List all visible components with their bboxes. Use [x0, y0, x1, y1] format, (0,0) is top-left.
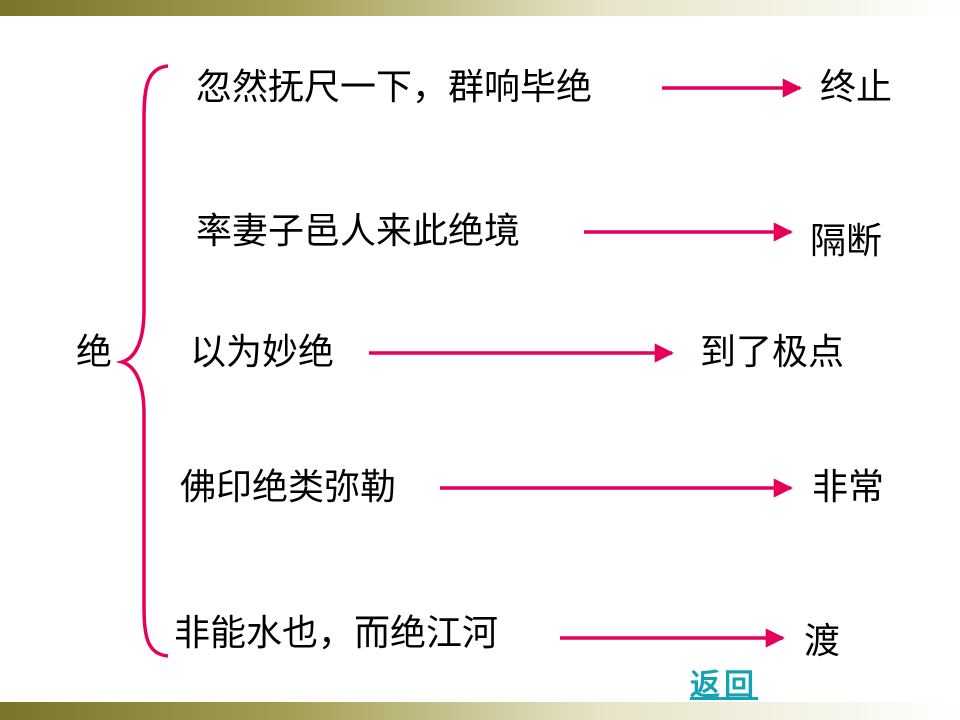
bottom-decorative-band: [0, 702, 960, 720]
row-1-sentence: 忽然抚尺一下，群响毕绝: [196, 67, 593, 108]
row-2-meaning: 隔断: [810, 221, 883, 262]
row-4-sentence: 佛印绝类弥勒: [180, 467, 397, 508]
row-3-sentence: 以为妙绝: [190, 332, 335, 373]
row-1-meaning: 终止: [820, 67, 893, 108]
row-3-meaning: 到了极点: [700, 332, 845, 373]
row-4-meaning: 非常: [812, 467, 885, 508]
row-5-sentence: 非能水也，而绝江河: [174, 613, 499, 654]
return-link[interactable]: 返回: [690, 668, 758, 703]
row-2-sentence: 率妻子邑人来此绝境: [196, 211, 521, 252]
left-curly-brace: [115, 64, 169, 658]
top-decorative-band: [0, 0, 960, 16]
row-5-meaning: 渡: [804, 621, 841, 662]
head-character: 绝: [76, 332, 113, 373]
